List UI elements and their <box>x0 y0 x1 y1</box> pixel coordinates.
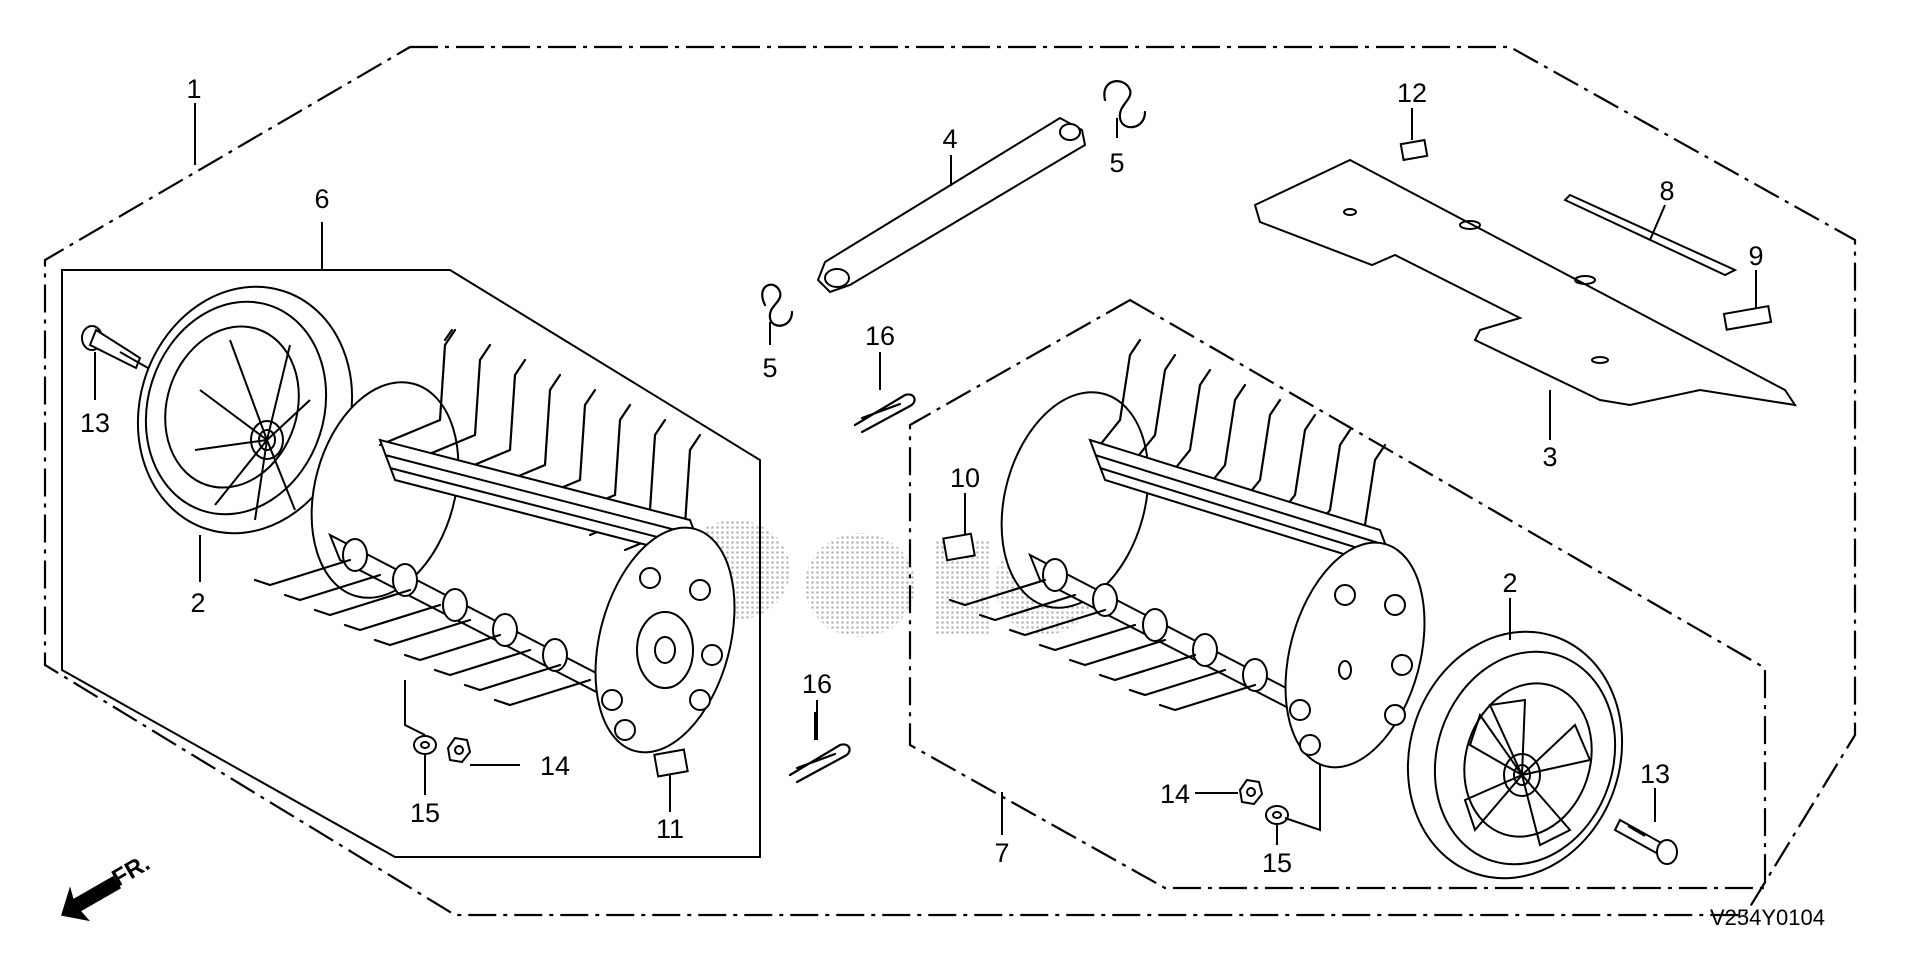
callout-13-right: 13 <box>1640 759 1670 789</box>
callout-14-right: 14 <box>1160 779 1190 809</box>
bolt-13-left <box>81 325 149 370</box>
strip-8 <box>1563 193 1738 277</box>
label-9 <box>1722 304 1773 331</box>
callout-4: 4 <box>942 124 957 154</box>
label-12 <box>1399 138 1429 162</box>
reel-tines-left <box>253 328 707 707</box>
wheel-2-right <box>1406 630 1624 880</box>
hairpin-clip-16-upper <box>853 393 916 434</box>
reel-end-plate-front-right <box>1284 541 1426 769</box>
hairpin-clip-16-lower <box>788 743 851 784</box>
leader-bracket-left <box>404 680 426 736</box>
callout-11: 11 <box>656 814 684 844</box>
callout-16-lower: 16 <box>802 669 832 699</box>
callout-2-right: 2 <box>1502 568 1517 598</box>
nut-14-left <box>446 736 472 764</box>
leader-bracket-right <box>1284 765 1321 832</box>
reel-assembly-outline-7 <box>908 298 1767 890</box>
assembly-outline-1 <box>43 45 1857 917</box>
callout-6: 6 <box>314 184 329 214</box>
front-direction-arrow-icon <box>61 875 122 922</box>
callout-5-upper: 5 <box>1109 148 1124 178</box>
callout-1: 1 <box>186 74 201 104</box>
diagram-code: V254Y0104 <box>1710 905 1825 930</box>
callout-13-left: 13 <box>80 408 110 438</box>
callout-5-lower: 5 <box>762 353 777 383</box>
callout-9: 9 <box>1748 241 1763 271</box>
leader-lines <box>94 103 1757 845</box>
callout-8: 8 <box>1659 176 1674 206</box>
s-hook-5-lower <box>761 283 794 327</box>
label-10 <box>942 532 976 562</box>
callout-15-right: 15 <box>1262 848 1292 878</box>
nut-14-right <box>1238 778 1264 806</box>
reel-assembly-outline-6 <box>61 269 761 858</box>
callout-3: 3 <box>1542 442 1557 472</box>
callout-12: 12 <box>1397 78 1427 108</box>
washer-15-right <box>1265 805 1289 825</box>
callout-2-left: 2 <box>190 588 205 618</box>
callout-10: 10 <box>950 463 980 493</box>
callout-16-upper: 16 <box>865 321 895 351</box>
cover-plate-3 <box>1253 158 1798 407</box>
label-11 <box>653 748 689 778</box>
callout-15-left: 15 <box>410 798 440 828</box>
callout-7: 7 <box>994 838 1009 868</box>
callout-14-left: 14 <box>540 751 570 781</box>
bolt-13-right <box>1613 818 1678 865</box>
s-hook-5-upper <box>1103 80 1147 129</box>
link-rod-4 <box>816 116 1087 294</box>
reel-tines-right <box>948 338 1397 718</box>
washer-15-left <box>413 735 437 755</box>
reel-end-plate-front-left <box>594 526 736 754</box>
